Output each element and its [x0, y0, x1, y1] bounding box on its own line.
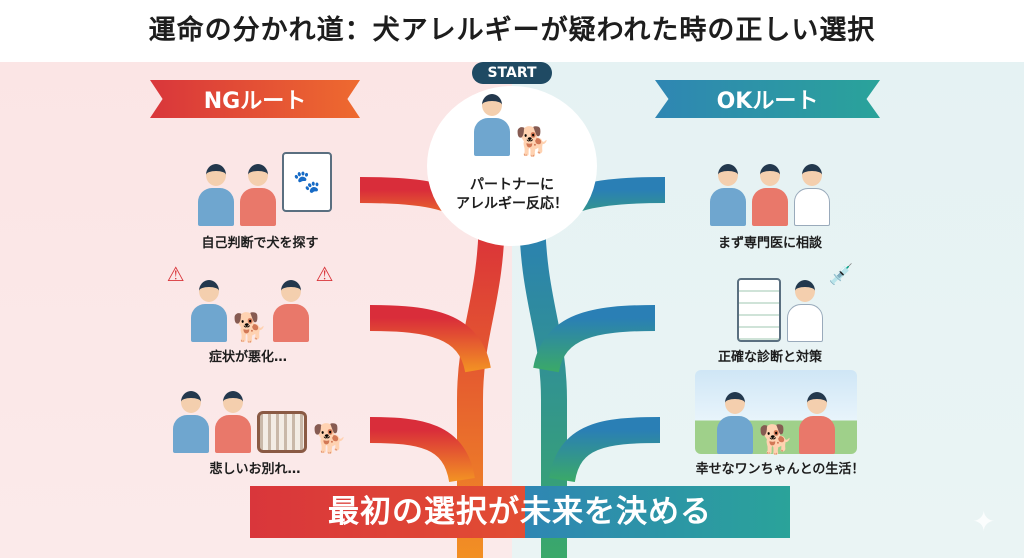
start-badge: START — [472, 62, 552, 84]
sparkle-icon: ✦ — [972, 505, 996, 538]
warning-icon: ⚠ — [166, 262, 185, 286]
footer-banner — [250, 486, 790, 538]
start-text: パートナーに アレルギー反応！ — [437, 176, 587, 214]
start-circle: 🐕 — [427, 86, 597, 246]
ok-step-1-label: まず専門医に相談 — [717, 236, 822, 251]
person-icon — [716, 392, 753, 454]
doctor-icon — [786, 280, 823, 342]
person-icon — [240, 164, 276, 226]
doctor-icon — [794, 164, 830, 226]
paw-search-icon: 🐾 — [282, 152, 332, 212]
ok-step-2-label: 正確な診断と対策 — [717, 350, 822, 365]
ng-branch-2 — [369, 305, 491, 374]
ok-step-1-illustration — [690, 148, 850, 226]
dog-icon: 🐕 — [758, 423, 794, 456]
dog-icon: 🐕 — [312, 422, 348, 455]
page-title: 運命の分かれ道：犬アレルギーが疑われた時の正しい選択 — [148, 15, 876, 46]
ok-step-3-label: 幸せなワンちゃんとの生活！ — [695, 462, 865, 477]
ng-step-1-label: 自己判断で犬を探す — [201, 236, 319, 251]
ok-branch-2 — [533, 305, 656, 374]
ng-route-ribbon: NGルート — [150, 80, 360, 118]
start-text-line1: パートナーに — [470, 177, 554, 193]
person-icon — [214, 391, 251, 453]
syringe-icon: 💉 — [828, 262, 854, 286]
person-icon — [799, 392, 836, 454]
ng-branch-3 — [369, 417, 475, 483]
ng-step-1-illustration: 🐾 — [180, 148, 350, 226]
sneezing-person-illustration: 🐕 — [427, 94, 597, 156]
person-icon — [198, 164, 234, 226]
ng-step-2-label: 症状が悪化… — [208, 350, 287, 365]
person-icon — [190, 280, 227, 342]
ok-step-3-illustration: 🐕 — [695, 370, 857, 454]
person-icon — [710, 164, 746, 226]
ng-step-3-illustration: 🐕 — [160, 375, 360, 453]
ok-branch-3 — [549, 417, 661, 483]
dog-icon: 🐕 — [515, 125, 551, 158]
pet-carrier-icon — [256, 411, 307, 453]
dog-icon: 🐕 — [232, 311, 268, 344]
person-icon — [273, 280, 310, 342]
clipboard-icon — [736, 278, 781, 342]
warning-icon: ⚠ — [315, 262, 334, 286]
ok-route-ribbon: OKルート — [655, 80, 880, 118]
person-icon — [172, 391, 209, 453]
ng-step-2-illustration: ⚠ 🐕 ⚠ — [160, 262, 340, 342]
person-icon — [473, 94, 510, 156]
footer-banner-text: 最初の選択が未来を決める — [328, 494, 712, 530]
ng-step-3-label: 悲しいお別れ… — [209, 462, 301, 477]
start-text-line2: アレルギー反応！ — [456, 196, 568, 212]
ok-step-2-illustration: 💉 — [720, 262, 870, 342]
person-icon — [752, 164, 788, 226]
